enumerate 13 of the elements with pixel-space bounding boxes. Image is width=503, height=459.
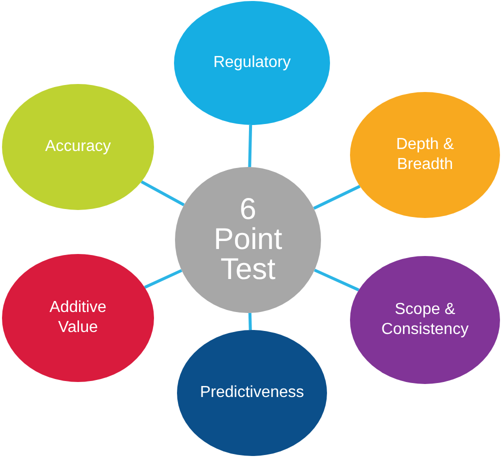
topic-label: Accuracy xyxy=(44,137,112,157)
topic-label: Scope & Consistency xyxy=(380,300,470,340)
topic-label: Depth & Breadth xyxy=(395,135,455,175)
topic-label: Regulatory xyxy=(212,53,292,73)
topic-label: Additive Value xyxy=(48,298,108,338)
connector-line xyxy=(248,312,252,330)
connector-line xyxy=(144,269,182,289)
connector-line xyxy=(248,124,252,168)
center-title: 6 Point Test xyxy=(212,195,284,285)
connector-line xyxy=(314,268,360,292)
connector-line xyxy=(313,184,361,210)
topic-label: Predictiveness xyxy=(198,383,306,403)
connector-line xyxy=(140,180,185,206)
